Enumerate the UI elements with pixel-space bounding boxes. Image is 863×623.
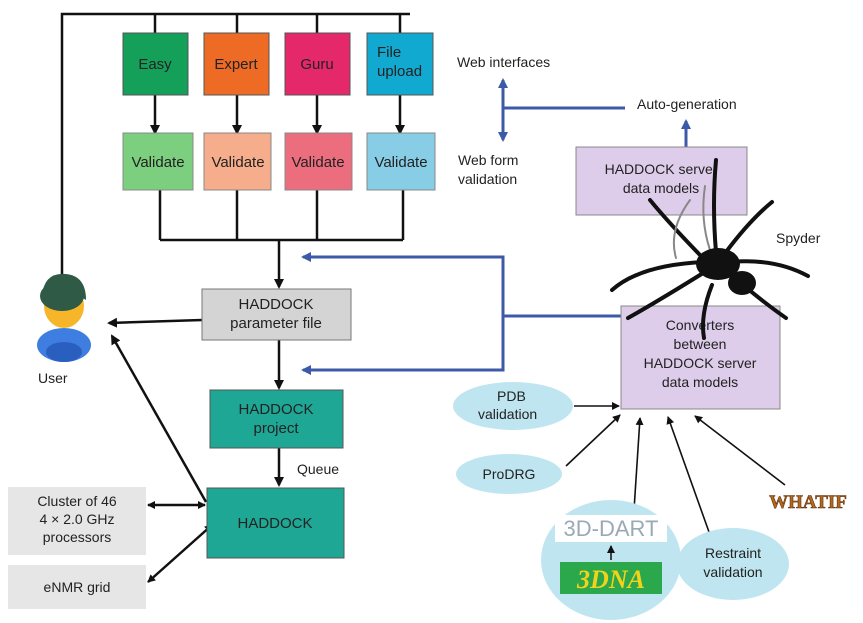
haddock-project-line-2: project	[253, 420, 299, 437]
pdb-validation-line-1: PDB	[497, 388, 526, 404]
interface-expert: Expert	[203, 32, 270, 96]
interface-file-upload: File upload	[366, 32, 434, 96]
pdb-validation-ellipse: PDB validation	[453, 382, 573, 430]
converters-line-4: data models	[662, 374, 738, 390]
dart-3dna-ellipse: 3D-DART 3DNA	[541, 500, 681, 620]
haddock-project-box: HADDOCK project	[209, 389, 344, 449]
user-icon	[37, 273, 91, 362]
validate-easy-label: Validate	[131, 154, 184, 171]
validate-guru-label: Validate	[291, 154, 344, 171]
spider-icon	[610, 158, 810, 340]
interface-easy-label: Easy	[138, 56, 172, 73]
validate-file-upload-label: Validate	[374, 154, 427, 171]
haddock-parameter-file-line-1: HADDOCK	[238, 296, 313, 313]
auto-generation-label: Auto-generation	[637, 96, 737, 112]
web-interfaces-label: Web interfaces	[457, 54, 550, 70]
cluster-line-3: processors	[43, 529, 111, 545]
data-models-box: HADDOCK server data models	[575, 146, 748, 216]
interface-file-upload-label-1: File	[377, 44, 401, 61]
validate-easy: Validate	[122, 132, 194, 191]
spyder-label: Spyder	[776, 230, 821, 246]
interface-file-upload-label-2: upload	[377, 63, 422, 80]
whatif-logo-text: WHATIF	[769, 492, 847, 513]
restraint-validation-line-1: Restraint	[705, 545, 761, 561]
interface-expert-label: Expert	[214, 56, 258, 73]
converters-box: Converters between HADDOCK server data m…	[620, 305, 781, 410]
haddock-engine-label: HADDOCK	[237, 515, 312, 532]
web-form-validation-line-2: validation	[458, 171, 517, 187]
interface-easy: Easy	[122, 32, 189, 96]
threedna-logo: 3DNA	[576, 565, 645, 594]
converters-line-1: Converters	[666, 317, 734, 333]
prodrg-ellipse: ProDRG	[456, 454, 562, 494]
blue-flow-arrows	[301, 78, 691, 375]
haddock-parameter-file-line-2: parameter file	[230, 315, 322, 332]
prodrg-label: ProDRG	[483, 466, 536, 482]
pdb-validation-line-2: validation	[478, 406, 537, 422]
enmr-grid-box: eNMR grid	[8, 565, 146, 609]
interface-guru-label: Guru	[300, 56, 333, 73]
data-models-line-1: HADDOCK server	[605, 161, 718, 177]
validate-file-upload: Validate	[366, 132, 436, 191]
data-models-line-2: data models	[623, 180, 699, 196]
converters-line-2: between	[674, 336, 727, 352]
validate-guru: Validate	[284, 132, 353, 191]
dart-logo: 3D-DART	[564, 516, 659, 541]
user-label: User	[38, 370, 68, 386]
validate-expert: Validate	[203, 132, 272, 191]
workflow-connectors	[60, 12, 410, 583]
cluster-line-1: Cluster of 46	[37, 493, 117, 509]
cluster-line-2: 4 × 2.0 GHz	[39, 511, 114, 527]
interface-guru: Guru	[284, 32, 351, 96]
validate-expert-label: Validate	[211, 154, 264, 171]
enmr-grid-label: eNMR grid	[44, 579, 111, 595]
converter-input-arrows	[565, 402, 786, 547]
restraint-validation-ellipse: Restraint validation	[677, 528, 789, 600]
haddock-project-line-1: HADDOCK	[238, 401, 313, 418]
cluster-box: Cluster of 46 4 × 2.0 GHz processors	[8, 487, 146, 555]
haddock-parameter-file-box: HADDOCK parameter file	[201, 288, 352, 341]
queue-label: Queue	[297, 461, 339, 477]
haddock-engine-box: HADDOCK	[206, 487, 345, 559]
restraint-validation-line-2: validation	[703, 564, 762, 580]
web-form-validation-line-1: Web form	[458, 152, 518, 168]
whatif-logo: WHATIF	[769, 492, 847, 514]
converters-line-3: HADDOCK server	[644, 355, 757, 371]
